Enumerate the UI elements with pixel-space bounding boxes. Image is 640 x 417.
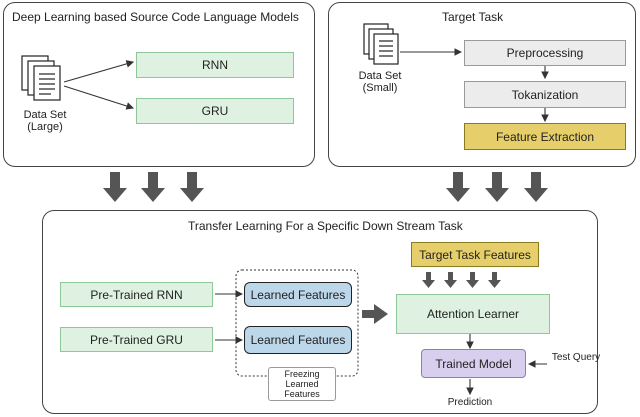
pretrained-gru-box: Pre-Trained GRU: [60, 327, 213, 352]
dataset-large-size: (Large): [27, 121, 63, 133]
prediction-label: Prediction: [447, 397, 493, 408]
down-arrows-pretraining: [103, 172, 204, 202]
tokanization-box: Tokanization: [464, 81, 626, 108]
dataset-small-name: Data Set: [358, 70, 402, 82]
transfer-learning-panel-title: Transfer Learning For a Specific Down St…: [188, 219, 463, 233]
dataset-large-name: Data Set: [23, 109, 67, 121]
dataset-small-icon: [363, 23, 399, 65]
rnn-box: RNN: [136, 52, 294, 78]
feature-extraction-box: Feature Extraction: [464, 123, 626, 150]
freezing-note: Freezing Learned Features: [268, 367, 336, 401]
pretrained-rnn-box: Pre-Trained RNN: [60, 282, 213, 307]
target-task-features-box: Target Task Features: [411, 242, 539, 267]
target-task-panel-title: Target Task: [442, 10, 504, 24]
dataset-small-size: (Small): [362, 82, 398, 94]
dataset-large-icon: [21, 55, 61, 101]
learned-features-gru-box: Learned Features: [244, 326, 352, 354]
dataset-large-label: Data Set (Large): [10, 109, 80, 133]
down-arrows-features: [422, 272, 501, 288]
down-arrows-target: [446, 172, 548, 202]
pretraining-panel-title: Deep Learning based Source Code Language…: [12, 10, 299, 24]
test-query-label: Test Query: [551, 352, 601, 363]
gru-box: GRU: [136, 98, 294, 124]
thick-arrow-to-attention: [362, 304, 388, 324]
attention-learner-box: Attention Learner: [396, 294, 550, 334]
trained-model-box: Trained Model: [421, 349, 526, 378]
learned-features-rnn-box: Learned Features: [244, 282, 352, 307]
preprocessing-box: Preprocessing: [464, 40, 626, 66]
dataset-small-label: Data Set (Small): [350, 70, 410, 94]
